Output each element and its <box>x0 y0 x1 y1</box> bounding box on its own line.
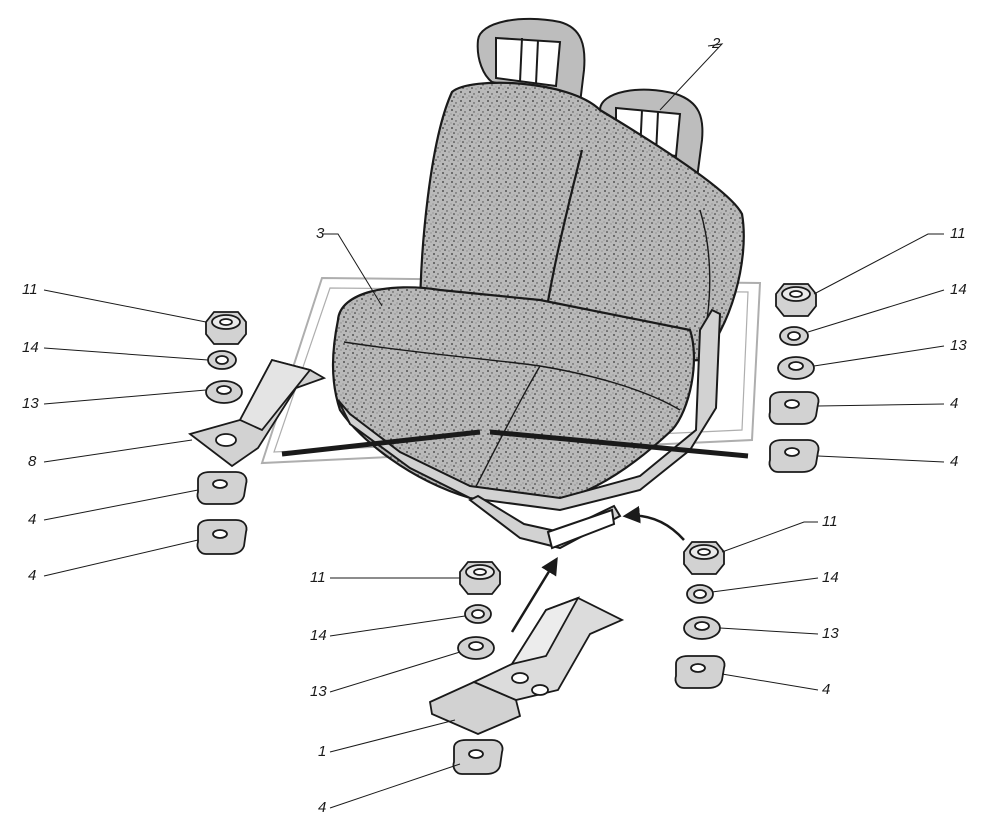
bracket-plate-icon <box>428 596 625 735</box>
bottom-right-fastener-stack <box>674 541 726 689</box>
nut-icon <box>775 283 817 317</box>
spacer-nut-icon <box>196 471 248 505</box>
pointer-arrows <box>281 429 749 633</box>
spacer-nut-icon <box>196 519 248 555</box>
callout-label: 4 <box>822 681 830 698</box>
flat-washer-icon <box>457 636 495 660</box>
flat-washer-icon <box>777 356 815 380</box>
callout-label: 11 <box>310 569 326 586</box>
callout-label: 13 <box>950 337 967 354</box>
callout-label: 11 <box>822 513 838 530</box>
seat-cushion <box>331 286 696 502</box>
callout-label: 14 <box>822 569 839 586</box>
spacer-nut-icon <box>452 739 504 775</box>
bracket-plate-icon <box>188 358 327 468</box>
nut-icon <box>683 541 725 575</box>
callout-label: 4 <box>950 395 958 412</box>
callout-label: 11 <box>22 281 38 298</box>
spring-washer-icon <box>207 350 237 370</box>
callout-label: 3 <box>316 225 325 242</box>
callout-label: 2 <box>711 35 721 52</box>
callout-label: 13 <box>822 625 839 642</box>
callout-label: 14 <box>22 339 39 356</box>
nut-icon <box>459 561 501 595</box>
callout-label: 4 <box>318 799 326 816</box>
callout-label: 4 <box>28 511 36 528</box>
callout-label: 14 <box>310 627 327 644</box>
callout-label: 13 <box>22 395 39 412</box>
spring-washer-icon <box>464 604 492 624</box>
callout-label: 1 <box>318 743 326 760</box>
spacer-nut-icon <box>674 655 726 689</box>
flat-washer-icon <box>683 616 721 640</box>
seat-frame <box>337 308 722 550</box>
right-fastener-stack <box>768 283 820 473</box>
callout-labels: 2 3 11 14 13 8 4 4 11 14 13 4 4 11 14 13… <box>22 35 967 816</box>
callout-label: 13 <box>310 683 327 700</box>
flat-washer-icon <box>205 380 243 404</box>
spacer-nut-icon <box>768 391 820 425</box>
bottom-center-fastener-stack <box>428 561 625 775</box>
spring-washer-icon <box>686 584 714 604</box>
nut-icon <box>205 311 247 345</box>
callout-label: 8 <box>28 453 37 470</box>
callout-label: 11 <box>950 225 966 242</box>
callout-label: 14 <box>950 281 967 298</box>
left-fastener-stack <box>188 311 327 555</box>
leader-lines <box>43 43 945 809</box>
spring-washer-icon <box>779 326 809 346</box>
callout-label: 4 <box>950 453 958 470</box>
callout-label: 4 <box>28 567 36 584</box>
spacer-nut-icon <box>768 439 820 473</box>
